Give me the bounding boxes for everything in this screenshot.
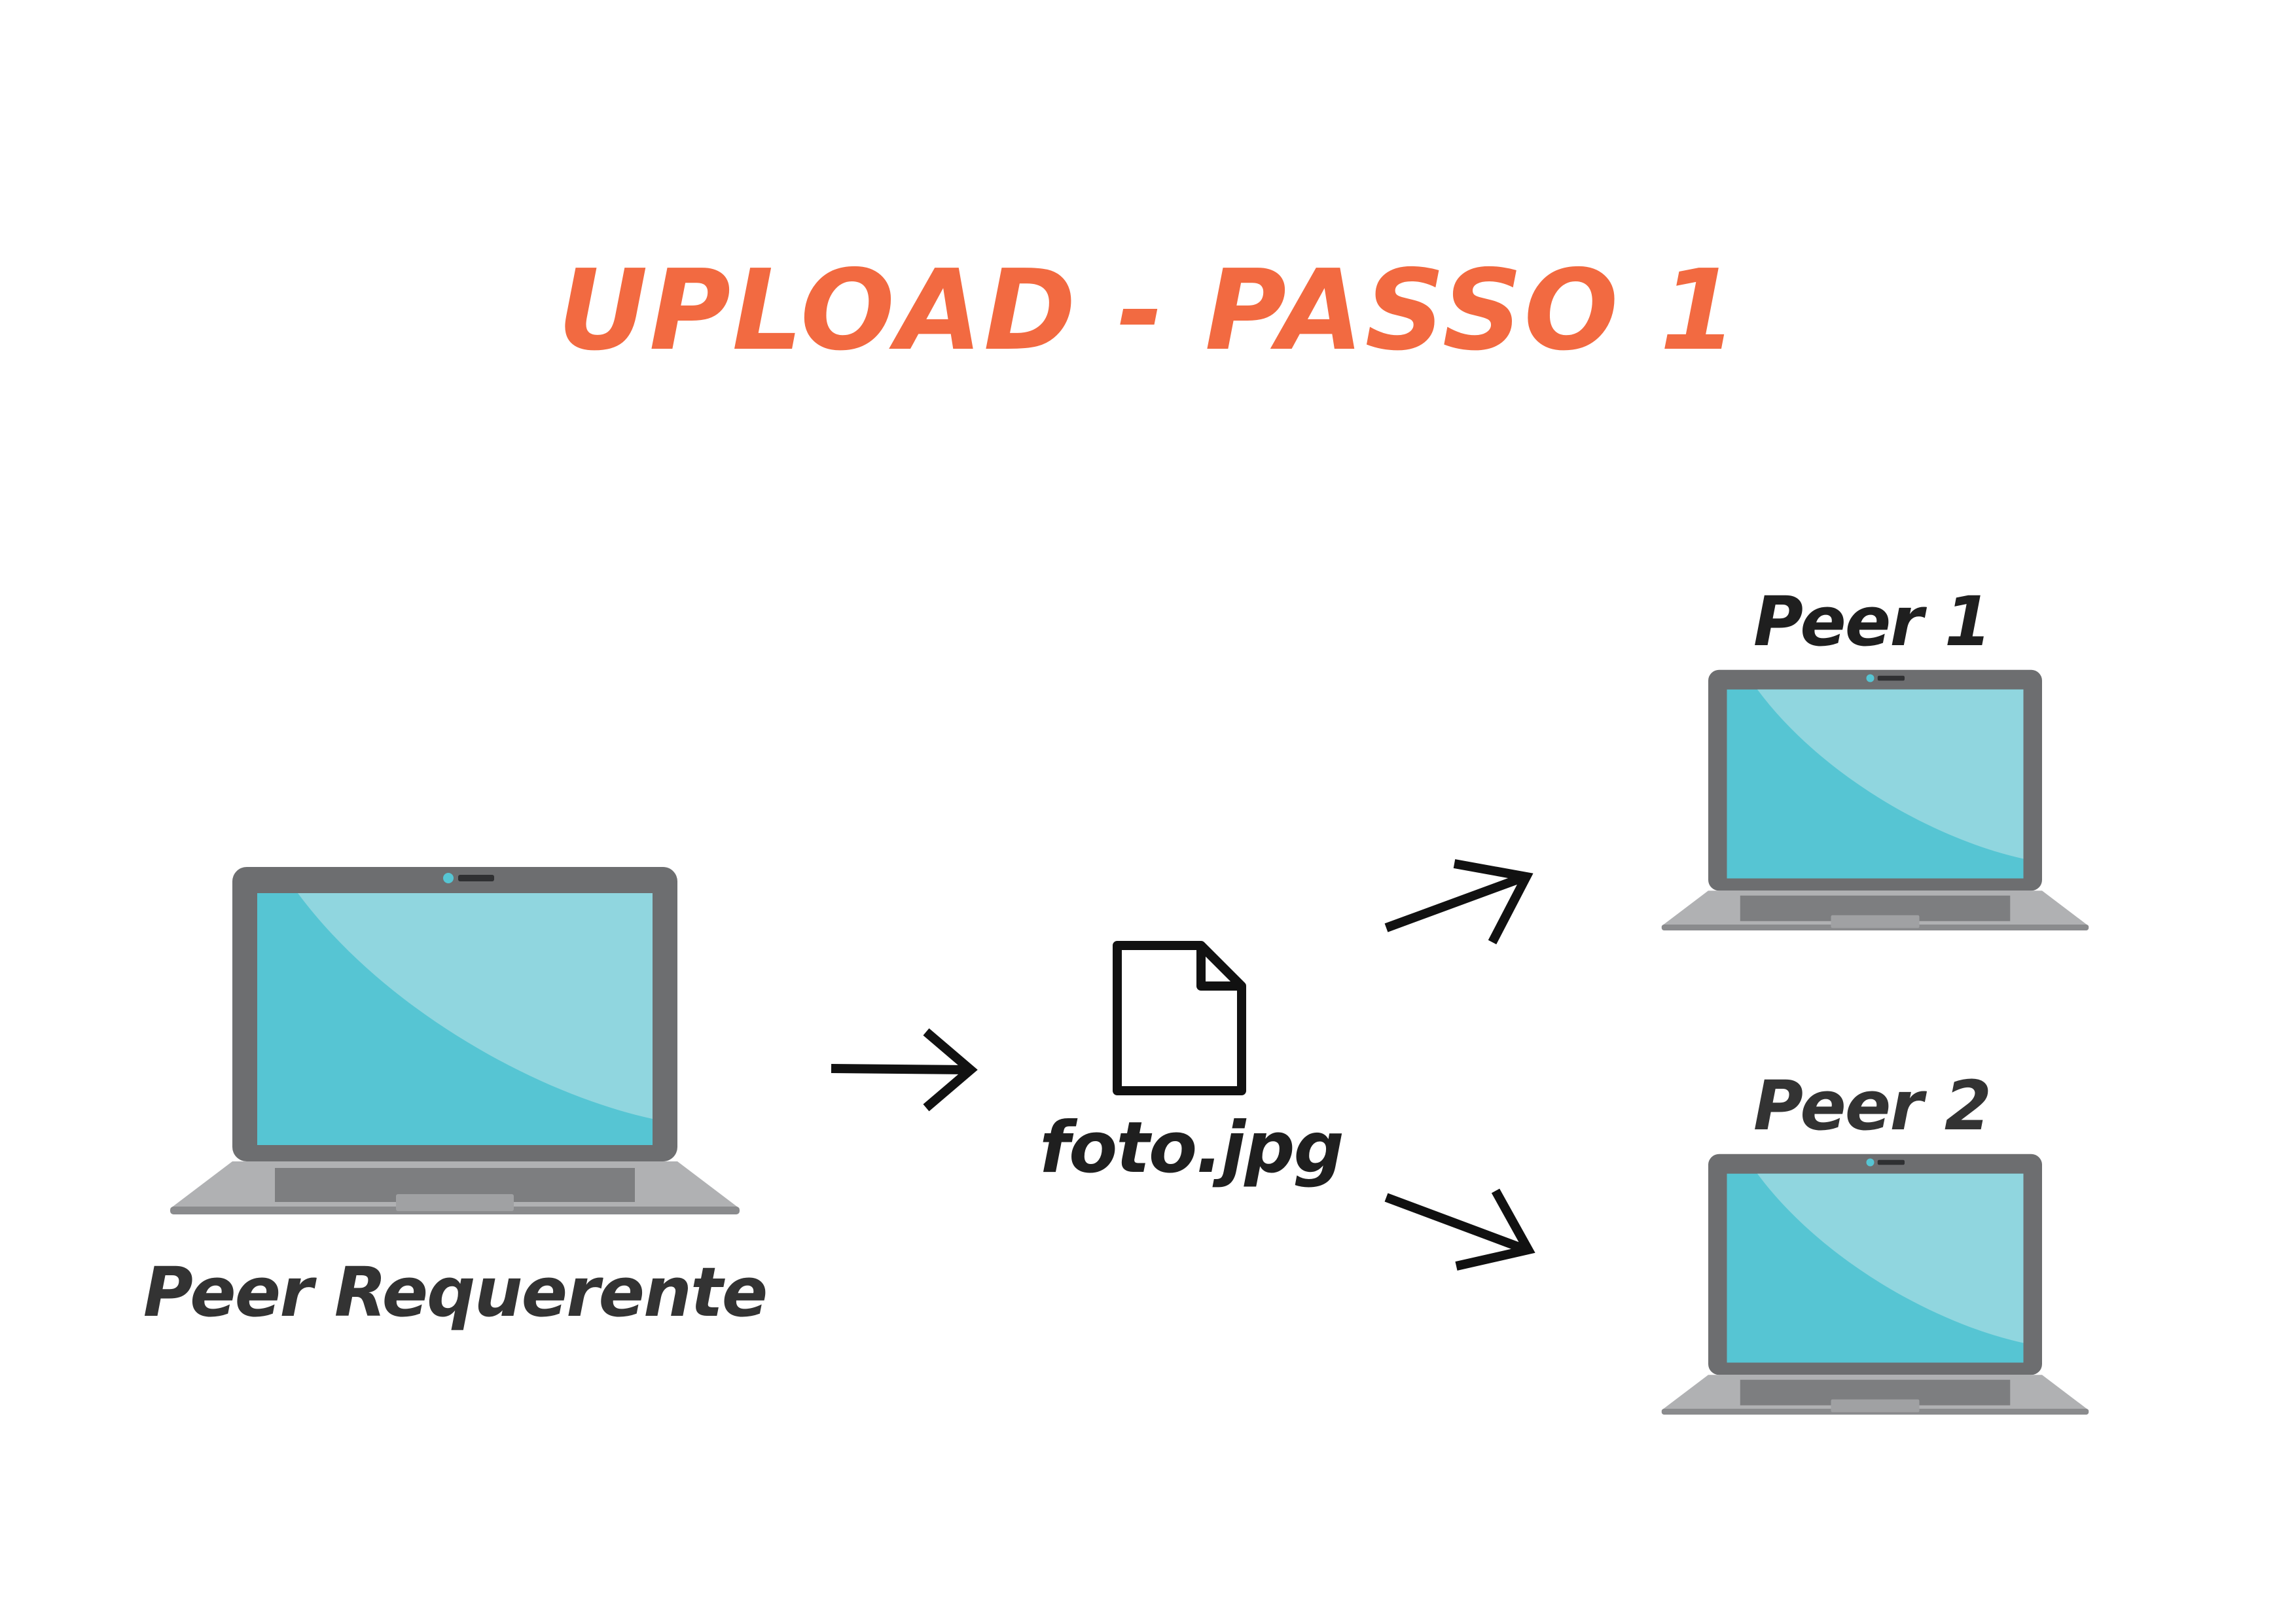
- peer1-label: Peer 1: [1753, 582, 1992, 662]
- peer2-label: Peer 2: [1753, 1066, 1992, 1146]
- arrow-up-right-icon: [1381, 851, 1545, 949]
- laptop-icon: [1659, 1152, 2091, 1417]
- laptop-icon: [167, 864, 743, 1217]
- laptop-icon: [1659, 667, 2091, 932]
- file-icon: [1103, 939, 1250, 1103]
- peer-requerente-label: Peer Requerente: [143, 1252, 768, 1332]
- diagram-title: UPLOAD - PASSO 1: [557, 246, 1739, 376]
- arrow-right-icon: [828, 1017, 985, 1122]
- file-label: foto.jpg: [1039, 1107, 1344, 1189]
- arrow-down-right-icon: [1381, 1178, 1545, 1282]
